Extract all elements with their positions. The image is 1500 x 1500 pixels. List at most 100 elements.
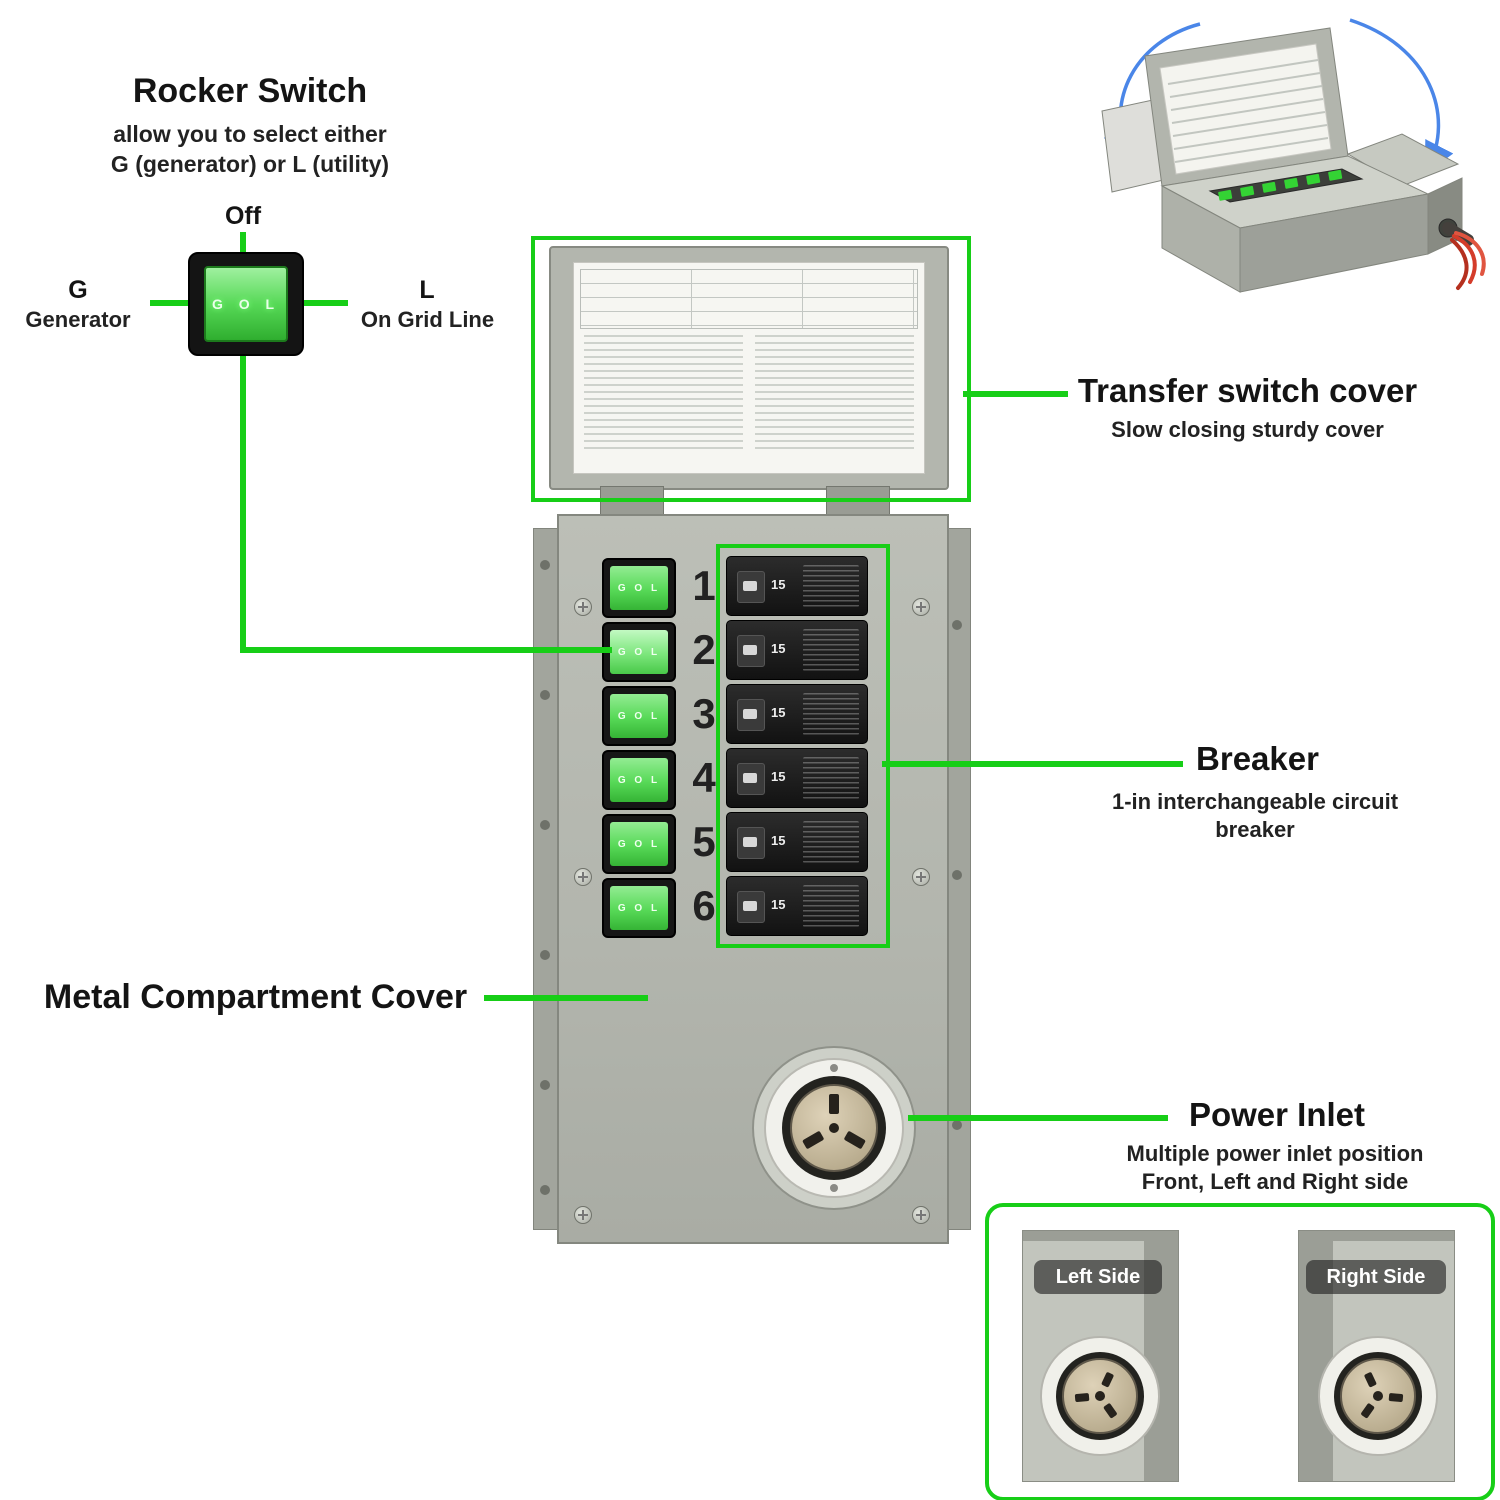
rocker-desc-line1: allow you to select either — [113, 121, 387, 147]
panel-screw — [574, 598, 592, 616]
rocker-switch-face: G O L — [610, 758, 668, 802]
breaker-rating: 15 — [771, 833, 786, 848]
mounting-hole — [952, 620, 962, 630]
breaker-rating: 15 — [771, 705, 786, 720]
inlet-screw — [830, 1184, 838, 1192]
breaker-rating: 15 — [771, 641, 786, 656]
breaker-toggle[interactable] — [737, 699, 765, 731]
mounting-hole — [540, 1080, 550, 1090]
inlet-face — [1062, 1358, 1138, 1434]
breaker-spec-label — [803, 565, 859, 607]
rocker-switch-face: G O L — [610, 886, 668, 930]
left-side-label: Left Side — [1034, 1260, 1162, 1294]
breaker-spec-label — [803, 757, 859, 799]
inlet-slot — [1388, 1392, 1404, 1403]
off-label: Off — [224, 202, 262, 230]
breaker-spec-label — [803, 693, 859, 735]
mini-switch-row — [1218, 169, 1343, 201]
inlet-annotation-sub2: Front, Left and Right side — [1141, 1169, 1409, 1194]
generator-label: Generator — [25, 307, 131, 332]
device-3d-body — [1101, 27, 1463, 293]
breaker-rating: 15 — [771, 769, 786, 784]
inlet-slot — [829, 1094, 839, 1114]
breaker-spec-label — [803, 885, 859, 927]
circuit-breaker-2[interactable]: 15 — [726, 620, 868, 680]
breaker-annotation-title: Breaker — [1196, 740, 1319, 777]
cover-annotation-title: Transfer switch cover — [1077, 372, 1418, 409]
inlet-center-pin — [1095, 1391, 1105, 1401]
inlet-face — [1340, 1358, 1416, 1434]
breaker-highlight-box — [716, 544, 890, 948]
breaker-spec-label — [803, 629, 859, 671]
breaker-toggle[interactable] — [737, 763, 765, 795]
inlet-slot — [1363, 1371, 1377, 1388]
circuit-number-3: 3 — [692, 690, 716, 737]
utility-letter: L — [419, 276, 435, 304]
side-views-box — [985, 1203, 1495, 1500]
mounting-hole — [540, 560, 550, 570]
rocker-title: Rocker Switch — [132, 72, 368, 110]
cover-annotation-sub: Slow closing sturdy cover — [1111, 417, 1384, 442]
rocker-switch-face: G O L — [610, 566, 668, 610]
circuit-number-6: 6 — [692, 882, 716, 929]
breaker-annotation-sub1: 1-in interchangeable circuit — [1111, 789, 1399, 814]
circuit-number-5: 5 — [692, 818, 716, 865]
mounting-hole — [540, 690, 550, 700]
lid-label-table — [580, 269, 918, 329]
rocker-switch-6[interactable]: G O L — [602, 878, 676, 938]
rocker-switch-face: G O L — [204, 266, 288, 342]
circuit-breaker-5[interactable]: 15 — [726, 812, 868, 872]
inlet-center-pin — [829, 1123, 839, 1133]
mounting-flange-left — [533, 528, 559, 1230]
inlet-face — [790, 1084, 878, 1172]
panel-screw — [574, 1206, 592, 1224]
inlet-slot — [843, 1130, 866, 1150]
breaker-spec-label — [803, 821, 859, 863]
rocker-switch-1[interactable]: G O L — [602, 558, 676, 618]
breaker-rating: 15 — [771, 897, 786, 912]
rocker-switch-3[interactable]: G O L — [602, 686, 676, 746]
breaker-toggle[interactable] — [737, 891, 765, 923]
inlet-annotation-sub1: Multiple power inlet position — [1126, 1141, 1424, 1166]
generator-letter: G — [68, 276, 88, 304]
inlet-slot — [1101, 1371, 1115, 1388]
inlet-slot — [802, 1130, 825, 1150]
mounting-hole — [952, 1120, 962, 1130]
panel-screw — [574, 868, 592, 886]
circuit-breaker-3[interactable]: 15 — [726, 684, 868, 744]
rocker-switch-face: G O L — [610, 630, 668, 674]
breaker-toggle[interactable] — [737, 827, 765, 859]
circuit-number-1: 1 — [692, 562, 716, 609]
circuit-breaker-1[interactable]: 15 — [726, 556, 868, 616]
rocker-switch-2[interactable]: G O L — [602, 622, 676, 682]
breaker-toggle[interactable] — [737, 635, 765, 667]
lid-page-lines — [1167, 59, 1329, 163]
mounting-hole — [540, 1185, 550, 1195]
breaker-annotation-sub2: breaker — [1215, 817, 1295, 842]
power-inlet — [752, 1046, 916, 1210]
breaker-rating: 15 — [771, 577, 786, 592]
right-side-inlet — [1318, 1336, 1438, 1456]
circuit-breaker-6[interactable]: 15 — [726, 876, 868, 936]
inlet-annotation-title: Power Inlet — [1188, 1096, 1366, 1133]
rocker-switch-closeup: G O L — [188, 252, 304, 356]
rocker-switch-4[interactable]: G O L — [602, 750, 676, 810]
mounting-hole — [540, 820, 550, 830]
device-3d-render — [1101, 18, 1486, 293]
mounting-hole — [952, 870, 962, 880]
panel-screw — [912, 868, 930, 886]
circuit-breaker-4[interactable]: 15 — [726, 748, 868, 808]
rocker-switch-5[interactable]: G O L — [602, 814, 676, 874]
breaker-toggle[interactable] — [737, 571, 765, 603]
rocker-switch-face: G O L — [610, 694, 668, 738]
lid-label-column — [755, 335, 914, 453]
inlet-slot — [1360, 1402, 1375, 1419]
utility-label: On Grid Line — [360, 307, 495, 332]
rocker-switch-face: G O L — [610, 822, 668, 866]
cover-highlight-box — [531, 236, 971, 502]
inlet-slot — [1074, 1392, 1090, 1403]
panel-screw — [912, 598, 930, 616]
circuit-number-2: 2 — [692, 626, 716, 673]
mounting-hole — [540, 950, 550, 960]
